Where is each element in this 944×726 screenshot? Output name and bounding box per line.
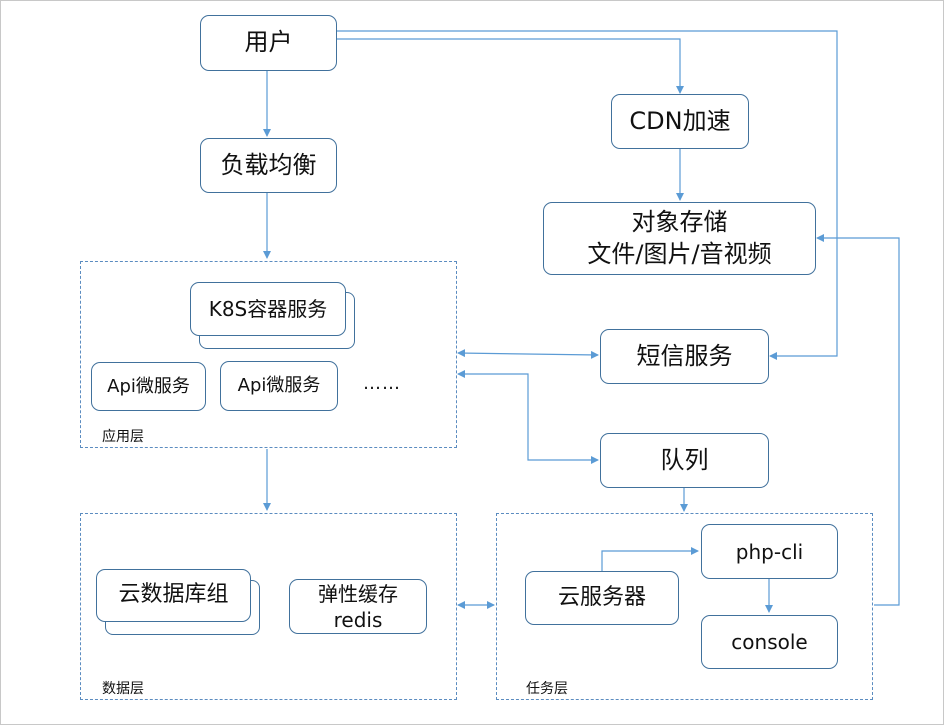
arrow-user-to-cdn bbox=[337, 38, 684, 94]
elastic-cache-title: 弹性缓存 bbox=[318, 581, 398, 606]
task-layer-label: 任务层 bbox=[526, 681, 568, 697]
elastic-cache-node[interactable]: 弹性缓存 redis bbox=[289, 579, 427, 634]
object-storage-node[interactable]: 对象存储 文件/图片/音视频 bbox=[543, 202, 816, 275]
app-layer-label: 应用层 bbox=[102, 429, 144, 445]
sms-service-node[interactable]: 短信服务 bbox=[600, 329, 769, 384]
arrow-app-queue bbox=[457, 370, 599, 464]
task-layer-group bbox=[496, 513, 873, 700]
user-node[interactable]: 用户 bbox=[200, 15, 337, 71]
more-services-ellipsis: …… bbox=[363, 373, 401, 394]
queue-node[interactable]: 队列 bbox=[600, 433, 769, 488]
data-layer-label: 数据层 bbox=[102, 681, 144, 697]
arrow-app-sms bbox=[457, 349, 599, 359]
k8s-service-node[interactable]: K8S容器服务 bbox=[190, 282, 346, 336]
cloud-server-node[interactable]: 云服务器 bbox=[525, 571, 679, 625]
arrow-server-to-php bbox=[601, 547, 699, 571]
elastic-cache-subtitle: redis bbox=[333, 607, 383, 632]
api-service-node-1[interactable]: Api微服务 bbox=[91, 362, 206, 411]
app-layer-group bbox=[80, 261, 457, 448]
data-layer-group bbox=[80, 513, 457, 700]
object-storage-title: 对象存储 bbox=[631, 208, 728, 237]
cloud-database-group-node[interactable]: 云数据库组 bbox=[96, 569, 251, 622]
load-balancer-node[interactable]: 负载均衡 bbox=[200, 138, 337, 193]
object-storage-subtitle: 文件/图片/音视频 bbox=[587, 239, 772, 268]
console-node[interactable]: console bbox=[701, 615, 838, 669]
api-service-node-2[interactable]: Api微服务 bbox=[220, 361, 338, 411]
arrow-user-to-sms bbox=[337, 30, 838, 360]
php-cli-node[interactable]: php-cli bbox=[701, 524, 838, 579]
arrow-task-to-storage bbox=[816, 234, 900, 606]
cdn-node[interactable]: CDN加速 bbox=[611, 94, 749, 149]
